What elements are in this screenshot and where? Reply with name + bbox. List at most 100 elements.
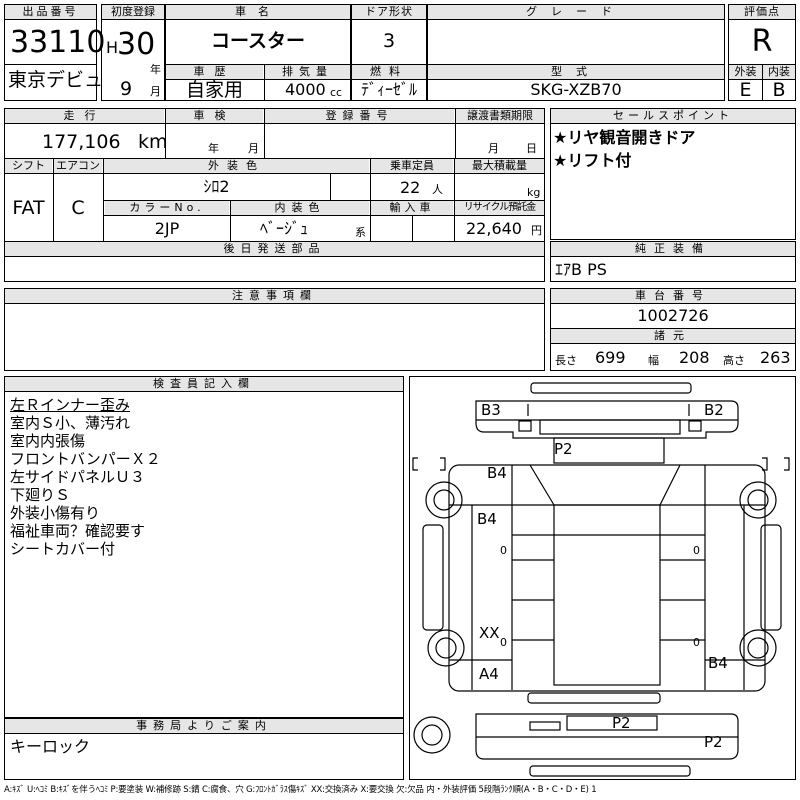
office-notice-header: 事務局よりご案内 [5,719,403,733]
interior-score: B [772,79,786,101]
transfer-day-unit: 日 [526,142,537,155]
chassis-number: 1002726 [637,306,709,325]
vehicle-details-block [4,108,545,282]
damage-mark-p2-front: P2 [554,440,573,458]
exterior-color: ｼﾛ2 [203,177,230,196]
first-registration-header: 初度登録 [102,5,164,19]
model-header: 型式 [428,65,724,79]
genuine-equipment-cell [550,241,796,282]
interior-color-header: 内装色 [231,201,369,215]
aircon-header: エアコン [54,159,102,173]
shift-value: FAT [12,197,45,219]
damage-mark-p2-bumper: P2 [704,733,723,751]
mileage-unit: km [138,131,168,153]
registration-number-header: 登録番号 [265,109,454,123]
door-handle-mark: 0 [693,544,700,557]
chassis-header: 車台番号 [551,289,795,303]
office-notice-cell [4,718,404,780]
displacement: 4000 [285,80,326,99]
recycle-header: リサイクル預託金 [455,201,544,215]
transfer-deadline-header: 譲渡書類期限 [456,109,544,123]
notes-header: 注意事項欄 [5,289,544,303]
damage-legend: A:ｷｽﾞ U:ﾍｺﾐ B:ｷｽﾞを伴うﾍｺﾐ P:要塗装 W:補修跡 S:錆 … [4,785,597,795]
doors-value: 3 [382,30,396,52]
sales-points-cell [550,108,796,240]
car-name-header: 車名 [166,5,350,19]
year-unit: 年 [150,63,161,76]
era-letter: H [106,38,119,57]
color-number: 2JP [154,219,180,238]
capacity-header: 乗車定員 [371,159,453,173]
sales-point-1: ★リヤ観音開きドア [553,128,696,147]
later-parts-header: 後日発送部品 [5,242,544,256]
shift-header: シフト [5,159,52,173]
month-unit: 月 [150,85,161,98]
interior-color: ﾍﾞｰｼﾞｭ [260,219,309,238]
exterior-color-header: 外装色 [104,159,369,173]
damage-mark-xx: XX [479,624,500,642]
car-history: 自家用 [185,79,243,101]
transfer-month-unit: 月 [488,142,499,155]
lot-number-cell [4,4,97,101]
damage-mark-a4: A4 [479,665,499,683]
notes-cell [4,288,545,371]
displacement-unit: cc [330,86,343,99]
inspector-note: 室内Ｓ小、薄汚れ [10,414,131,432]
mileage-header: 走行 [5,109,164,123]
inspector-note: 下廻りＳ [10,486,71,504]
grade-header: グレード [428,5,724,19]
max-load-unit: kg [527,186,541,199]
import-header: 輸入車 [371,201,453,215]
interior-color-suffix: 系 [355,226,366,239]
aircon-value: C [71,197,85,219]
door-handle-mark: 0 [693,636,700,649]
inspector-cell [4,376,404,718]
genuine-equipment: ｴｱB PS [555,260,607,279]
exterior-score-header: 外装 [729,65,762,79]
damage-mark-b4-right: B4 [708,654,728,672]
inspector-header: 検査員記入欄 [5,377,403,391]
first-registration-cell [101,4,165,101]
interior-score-header: 内装 [763,65,795,79]
height-value: 263 [760,348,791,367]
length-label: 長さ [555,354,577,367]
door-handle-mark: 0 [500,636,507,649]
height-label: 高さ [723,354,745,367]
model-code: SKG-XZB70 [530,80,622,99]
damage-mark-p2-rear: P2 [612,714,631,732]
inspection-header: 車検 [166,109,263,123]
chassis-spec-cell [550,288,796,371]
sales-point-2: ★リフト付 [553,151,632,170]
inspector-note: 室内内張傷 [10,432,86,450]
overall-score: R [751,24,773,59]
displacement-header: 排気量 [265,65,350,79]
lot-number-header: 出品番号 [5,5,96,19]
capacity-unit: 人 [432,183,443,196]
grade-cell [427,4,725,101]
mileage-value: 177,106 [42,131,121,153]
doors-header: ドア形状 [352,5,426,19]
inspector-note: 外装小傷有り [10,504,101,522]
damage-mark-b4-bonnet: B4 [487,464,507,482]
inspector-note: 左Ｒインナー歪み [10,396,131,414]
inspector-note: 左サイドパネルＵ３ [10,468,146,486]
registration-month: 9 [120,78,133,100]
damage-diagram-frame [409,376,796,780]
spec-header: 諸元 [551,329,795,343]
car-name-cell [165,4,351,101]
inspector-notes: 左Ｒインナー歪み 室内Ｓ小、薄汚れ 室内内張傷 フロントバンパーＸ２ 左サイドパ… [10,396,161,558]
inspection-year-unit: 年 [208,142,219,155]
inspection-month-unit: 月 [248,142,259,155]
lot-number: 33110 [10,25,106,60]
doors-cell [351,4,427,101]
door-handle-mark: 0 [500,544,507,557]
registration-year: 30 [117,27,156,62]
genuine-equipment-header: 純正装備 [551,242,795,256]
fuel-header: 燃料 [352,65,426,79]
capacity-value: 22 [400,178,421,197]
inspector-note: シートカバー付 [10,540,116,558]
history-header: 車歴 [166,65,263,79]
inspector-note: 福祉車両？確認要す [10,522,146,540]
inspector-note: フロントバンパーＸ２ [10,450,161,468]
